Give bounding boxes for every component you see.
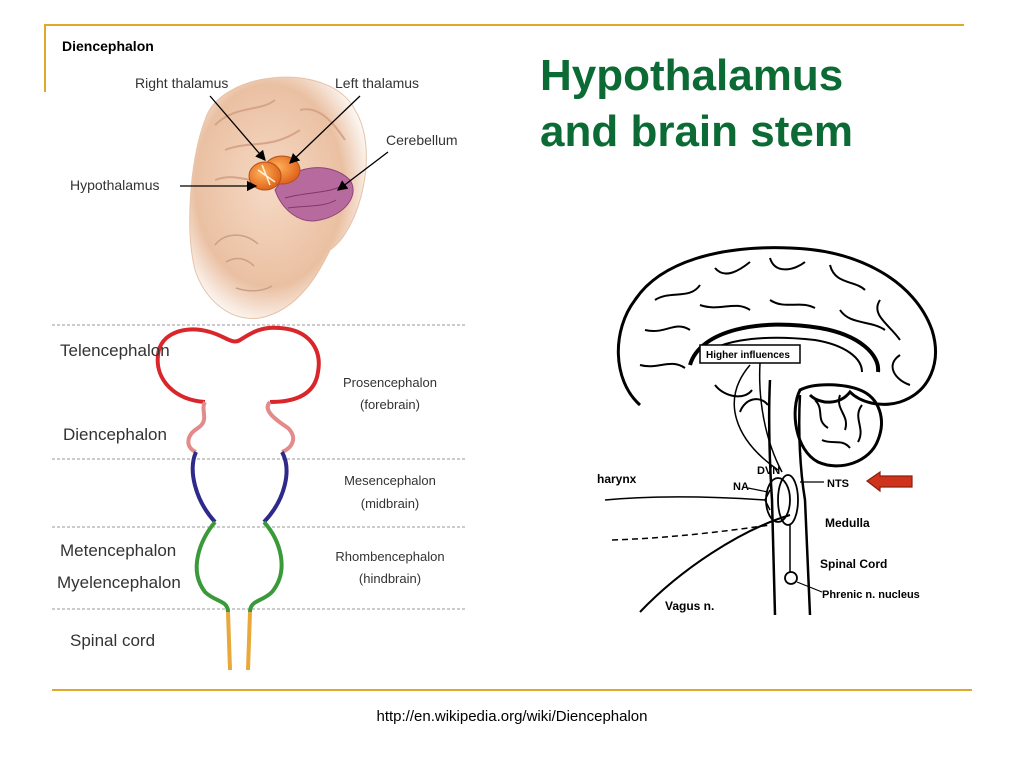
na-label: NA <box>733 481 749 493</box>
prosencephalon-label: Prosencephalon <box>343 375 437 390</box>
right-thalamus-label: Right thalamus <box>135 75 228 91</box>
mesencephalon-label: Mesencephalon <box>344 473 436 488</box>
na-pointer <box>747 487 769 493</box>
left-thalamus-label: Left thalamus <box>335 75 419 91</box>
dvn-label: DVN <box>757 465 780 477</box>
rhombencephalon-tube-left <box>194 520 230 613</box>
nucleus-oval-inner <box>777 474 799 526</box>
pharynx-label: harynx <box>597 472 637 486</box>
rhombencephalon-tube-right <box>248 520 284 613</box>
title-line-1: Hypothalamus <box>540 51 844 100</box>
left-rule <box>44 24 46 92</box>
nucleus-oval-outer <box>765 477 791 523</box>
medulla-label: Medulla <box>825 516 870 530</box>
brain-gyri <box>214 99 346 182</box>
spinal-cord-tube-left <box>226 611 232 671</box>
mesencephalon-tube-right <box>262 451 289 524</box>
cerebellum-label: Cerebellum <box>386 132 458 148</box>
phrenic-nucleus-circle <box>784 571 798 585</box>
top-rule <box>44 24 964 26</box>
corpus-callosum <box>688 322 881 373</box>
diencephalon-tube-right <box>265 400 296 454</box>
thalamus-highlight <box>257 164 276 186</box>
cerebrum-outline <box>616 246 937 407</box>
hypothalamus-label: Hypothalamus <box>70 177 160 193</box>
title-line-2: and brain stem <box>540 107 853 156</box>
phrenic-pointer <box>796 581 823 593</box>
myelencephalon-label: Myelencephalon <box>57 573 181 592</box>
diencephalon-label: Diencephalon <box>63 425 167 444</box>
higher-influences-label: Higher influences <box>706 350 790 361</box>
cortex-folds <box>639 257 911 386</box>
descending-path-1 <box>758 362 783 473</box>
rhombencephalon-label: Rhombencephalon <box>335 549 444 564</box>
spinal-cord-label: Spinal cord <box>70 631 155 650</box>
vagus-label: Vagus n. <box>665 599 714 613</box>
telencephalon-tube <box>155 325 321 404</box>
spinal-cord-tube-right <box>246 611 252 671</box>
vagus-dashed <box>611 524 771 541</box>
nts-highlight-arrow <box>865 470 913 493</box>
higher-influences-box <box>699 344 801 364</box>
vagus-curve <box>639 514 791 613</box>
brainstem-tube <box>767 379 812 616</box>
head-figure: Diencephalon Right thalamus Left thalamu… <box>62 38 458 319</box>
cerebellum-arbor <box>814 394 863 449</box>
left-thalamus-pointer <box>289 95 361 164</box>
metencephalon-label: Metencephalon <box>60 541 176 560</box>
source-link[interactable]: http://en.wikipedia.org/wiki/Diencephalo… <box>376 708 648 725</box>
nts-label: NTS <box>827 478 849 490</box>
phrenic-nucleus-label: Phrenic n. nucleus <box>822 589 920 601</box>
cerebellum-pointer <box>336 151 389 191</box>
cerebellum-outline <box>793 383 883 468</box>
brainstem-labels: Higher influences DVN NA NTS harynx Medu… <box>597 350 920 613</box>
midbrain-label: (midbrain) <box>361 496 420 511</box>
telencephalon-label: Telencephalon <box>60 341 170 360</box>
bottom-rule <box>52 689 972 691</box>
development-figure: Telencephalon Diencephalon Metencephalon… <box>52 324 465 671</box>
brainstem-figure <box>604 246 937 616</box>
forebrain-label: (forebrain) <box>360 397 420 412</box>
descending-path-2 <box>733 364 779 471</box>
face-features <box>214 234 273 292</box>
diencephalon-tube-left <box>186 400 207 454</box>
mesencephalon-tube-left <box>190 451 217 524</box>
hindbrain-label: (hindbrain) <box>359 571 421 586</box>
diencephalon-heading: Diencephalon <box>62 38 154 54</box>
spinal-cord-stem-label: Spinal Cord <box>820 557 887 571</box>
slide-title: Hypothalamus and brain stem <box>540 48 960 160</box>
pharynx-line <box>604 496 766 501</box>
right-thalamus-pointer <box>209 95 266 161</box>
